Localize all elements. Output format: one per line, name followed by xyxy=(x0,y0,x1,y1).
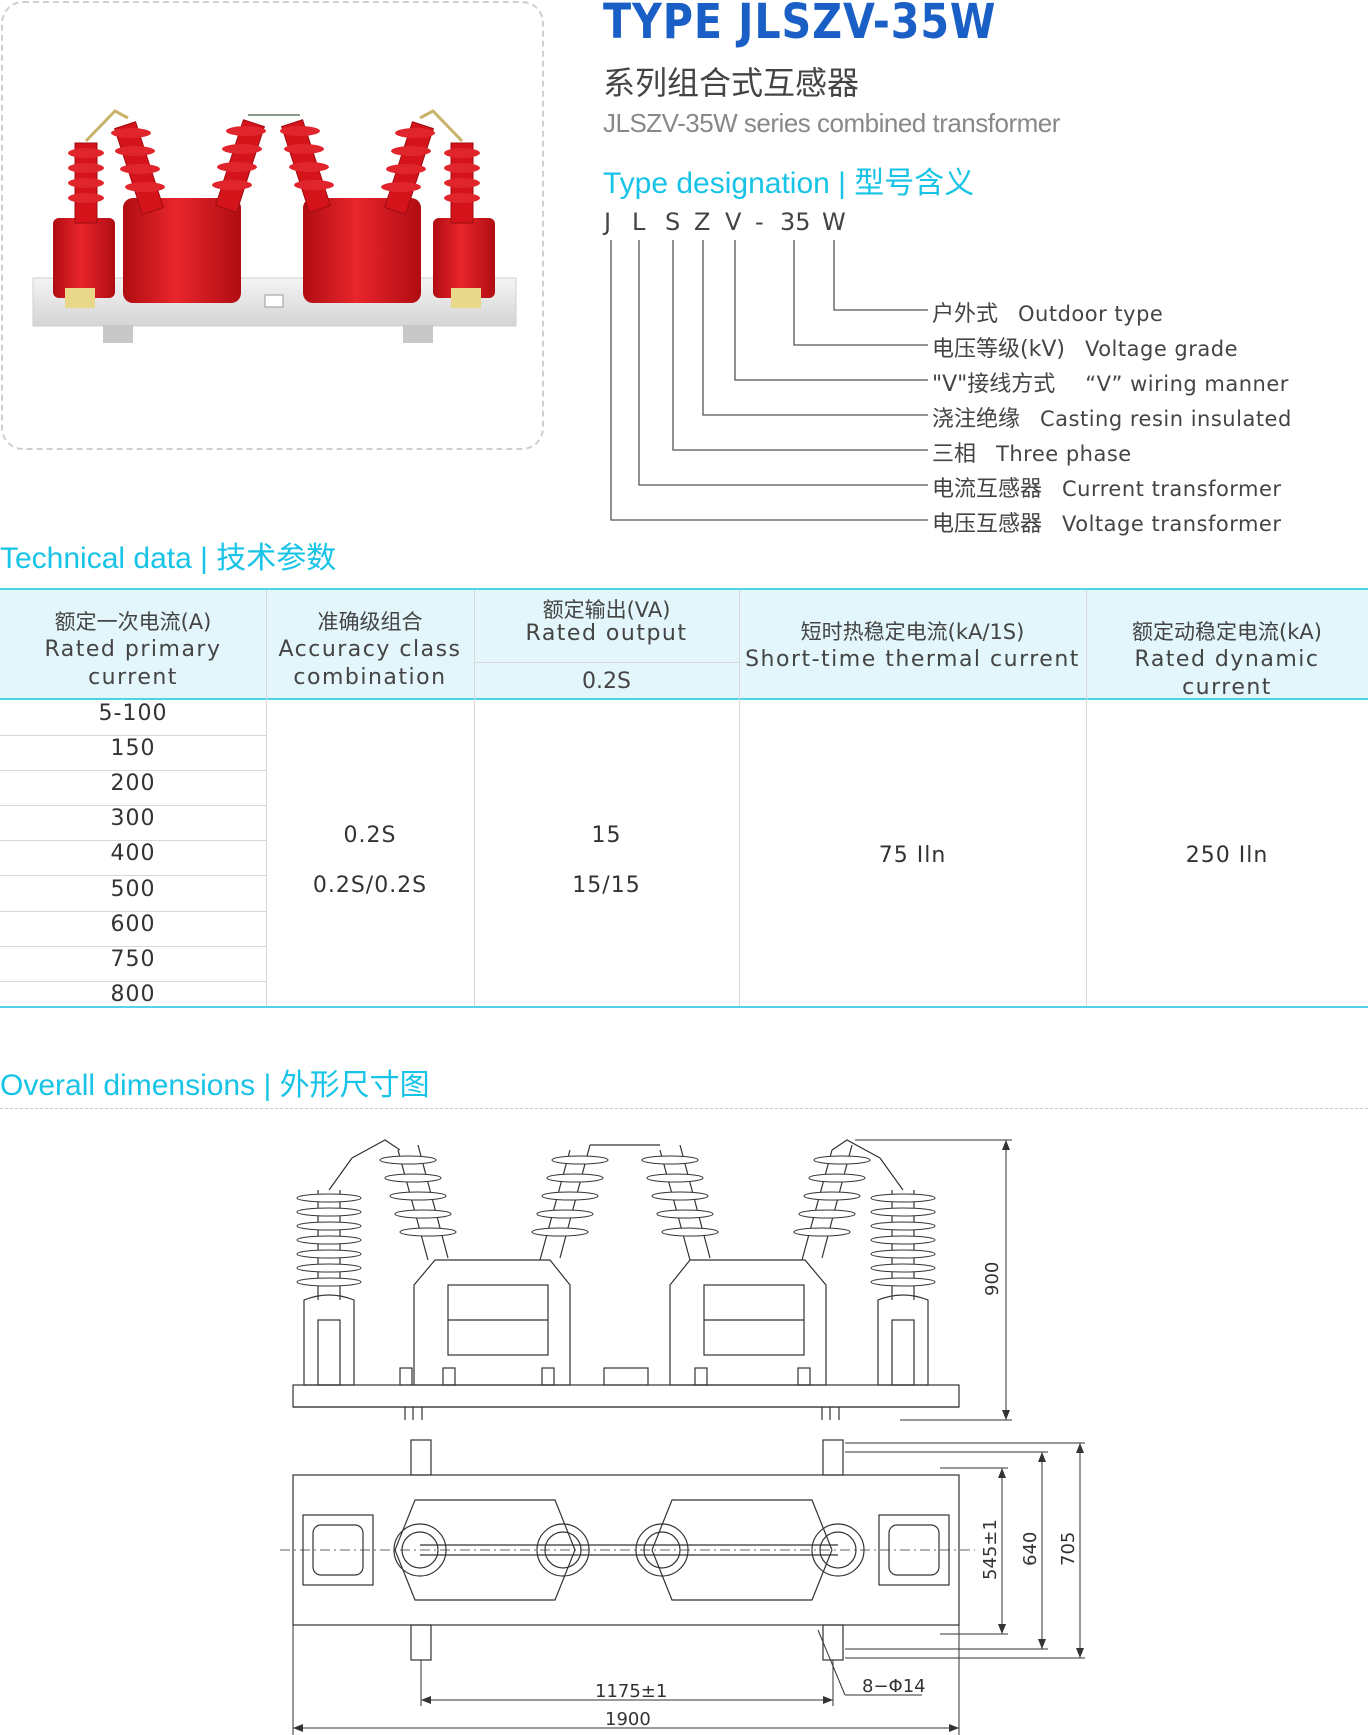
table-row: 400 xyxy=(110,841,156,866)
table-row: 800 xyxy=(110,982,156,1007)
table-row: 600 xyxy=(110,912,156,937)
header-rated-primary-current: 额定一次电流(A) Rated primary current xyxy=(44,610,222,690)
en-subtitle: JLSZV-35W series combined transformer xyxy=(603,108,1060,138)
technical-data-heading: Technical data | 技术参数 xyxy=(0,542,337,575)
header-rated-output-class: 0.2S xyxy=(582,669,631,694)
code-letter: S xyxy=(665,208,681,236)
dim-1175-label: 1175±1 xyxy=(595,1681,667,1702)
technical-data-table: 额定一次电流(A) Rated primary current 准确级组合 Ac… xyxy=(0,588,1368,1016)
accuracy-value: 0.2S xyxy=(343,823,397,848)
thermal-current-value: 75 Iln xyxy=(878,843,947,868)
overall-dimensions-heading: Overall dimensions | 外形尺寸图 xyxy=(0,1069,430,1102)
legend-wiring-manner: "V"接线方式“V” wiring manner xyxy=(932,372,1289,397)
cn-subtitle: 系列组合式互感器 xyxy=(603,64,860,102)
table-row: 150 xyxy=(110,736,156,761)
code-letter: V xyxy=(725,208,742,236)
table-row: 5-100 xyxy=(98,701,168,726)
table-row: 200 xyxy=(110,771,156,796)
legend-voltage-grade: 电压等级(kV)Voltage grade xyxy=(932,337,1238,362)
code-letter: 35 xyxy=(780,208,811,236)
output-value: 15/15 xyxy=(572,873,641,898)
designation-leader-lines xyxy=(610,240,928,521)
dim-1900-label: 1900 xyxy=(605,1709,651,1730)
dim-705-label: 705 xyxy=(1058,1532,1079,1566)
code-letter: L xyxy=(632,208,646,236)
code-letter: J xyxy=(604,208,612,236)
dimension-drawing: 900 545±1 640 705 1175±1 1900 8−Φ14 xyxy=(280,1139,1085,1735)
code-letter: W xyxy=(822,208,846,236)
dim-900-label: 900 xyxy=(982,1262,1003,1296)
header-rated-output: 额定输出(VA) Rated output xyxy=(525,598,688,646)
table-row: 750 xyxy=(110,947,156,972)
dim-640-label: 640 xyxy=(1020,1532,1041,1566)
dynamic-current-value: 250 Iln xyxy=(1185,843,1269,868)
product-type-title: TYPE JLSZV-35W xyxy=(603,0,997,50)
header-dynamic-current: 额定动稳定电流(kA) Rated dynamic current xyxy=(1132,620,1322,700)
accuracy-value: 0.2S/0.2S xyxy=(312,873,428,898)
code-letter: - xyxy=(755,208,764,236)
code-letter: Z xyxy=(694,208,711,236)
output-value: 15 xyxy=(591,823,622,848)
header-thermal-current: 短时热稳定电流(kA/1S) Short-time thermal curren… xyxy=(745,620,1080,672)
type-designation-heading: Type designation | 型号含义 xyxy=(603,167,975,200)
dimensions-divider xyxy=(0,1108,1368,1109)
header-accuracy-class: 准确级组合 Accuracy class combination xyxy=(278,610,462,690)
table-row: 300 xyxy=(110,806,156,831)
table-row: 500 xyxy=(110,877,156,902)
dim-545-label: 545±1 xyxy=(980,1519,1001,1580)
product-photo xyxy=(32,109,517,343)
dim-holes-label: 8−Φ14 xyxy=(862,1676,926,1697)
product-photo-frame xyxy=(1,1,544,450)
